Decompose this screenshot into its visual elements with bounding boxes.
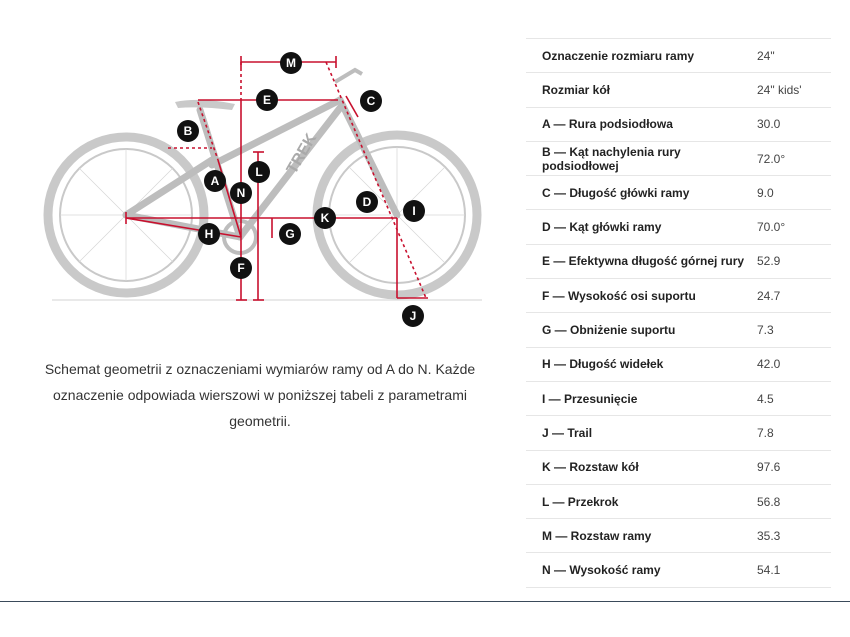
diagram-caption: Schemat geometrii z oznaczeniami wymiaró… [44, 361, 476, 429]
spec-label: A — Rura podsiodłowa [526, 106, 757, 142]
label-a: A [204, 170, 226, 192]
spec-value: 9.0 [757, 175, 831, 210]
divider [0, 601, 850, 602]
spec-label: Oznaczenie rozmiaru ramy [526, 37, 757, 73]
spec-label: J — Trail [526, 415, 757, 451]
svg-text:J: J [410, 309, 417, 323]
spec-value: 24.7 [757, 278, 831, 313]
dimension-labels: M E C B L A N D I K H G F J [177, 52, 425, 327]
svg-text:K: K [321, 211, 330, 225]
spec-value: 30.0 [757, 106, 831, 142]
spec-value: 42.0 [757, 346, 831, 382]
label-f: F [230, 257, 252, 279]
svg-text:E: E [263, 93, 271, 107]
label-l: L [248, 161, 270, 183]
svg-text:C: C [367, 94, 376, 108]
label-d: D [356, 191, 378, 213]
label-i: I [403, 200, 425, 222]
spec-value: 24" kids' [757, 72, 831, 108]
spec-label: L — Przekrok [526, 483, 757, 519]
label-n: N [230, 182, 252, 204]
svg-text:D: D [363, 195, 372, 209]
spec-value: 72.0° [757, 140, 831, 176]
label-h: H [198, 223, 220, 245]
spec-value: 70.0° [757, 209, 831, 245]
spec-value: 35.3 [757, 518, 831, 553]
spec-label: D — Kąt główki ramy [526, 209, 757, 245]
svg-text:A: A [211, 174, 220, 188]
spec-value: 52.9 [757, 243, 831, 279]
spec-label: H — Długość widełek [526, 346, 757, 382]
label-c: C [360, 90, 382, 112]
label-j: J [402, 305, 424, 327]
spec-value: 56.8 [757, 483, 831, 519]
spec-value: 97.6 [757, 449, 831, 485]
label-b: B [177, 120, 199, 142]
brand-logo: TREK [284, 130, 321, 177]
svg-text:F: F [237, 261, 244, 275]
svg-text:N: N [237, 186, 246, 200]
bike-geometry-diagram: TREK M E C B L A N D I K H G F J [43, 52, 482, 327]
spec-value: 4.5 [757, 380, 831, 416]
spec-label: Rozmiar kół [526, 72, 757, 108]
svg-text:I: I [412, 204, 415, 218]
spec-label: F — Wysokość osi suportu [526, 278, 757, 313]
spec-label: G — Obniżenie suportu [526, 312, 757, 348]
spec-value: 7.8 [757, 415, 831, 451]
label-e: E [256, 89, 278, 111]
spec-label: B — Kąt nachylenia rury podsiodłowej [526, 140, 757, 176]
spec-label: E — Efektywna długość górnej rury [526, 243, 757, 279]
spec-value: 24" [757, 37, 831, 73]
spec-value: 7.3 [757, 312, 831, 348]
label-m: M [280, 52, 302, 74]
spec-label: C — Długość główki ramy [526, 175, 757, 210]
spec-label: I — Przesunięcie [526, 380, 757, 416]
svg-text:L: L [255, 165, 262, 179]
label-g: G [279, 223, 301, 245]
svg-text:H: H [205, 227, 214, 241]
spec-value: 54.1 [757, 552, 831, 588]
svg-text:B: B [184, 124, 193, 138]
spec-label: N — Wysokość ramy [526, 552, 757, 588]
spec-label: M — Rozstaw ramy [526, 518, 757, 553]
label-k: K [314, 207, 336, 229]
svg-text:G: G [285, 227, 294, 241]
svg-text:M: M [286, 56, 296, 70]
spec-label: K — Rozstaw kół [526, 449, 757, 485]
